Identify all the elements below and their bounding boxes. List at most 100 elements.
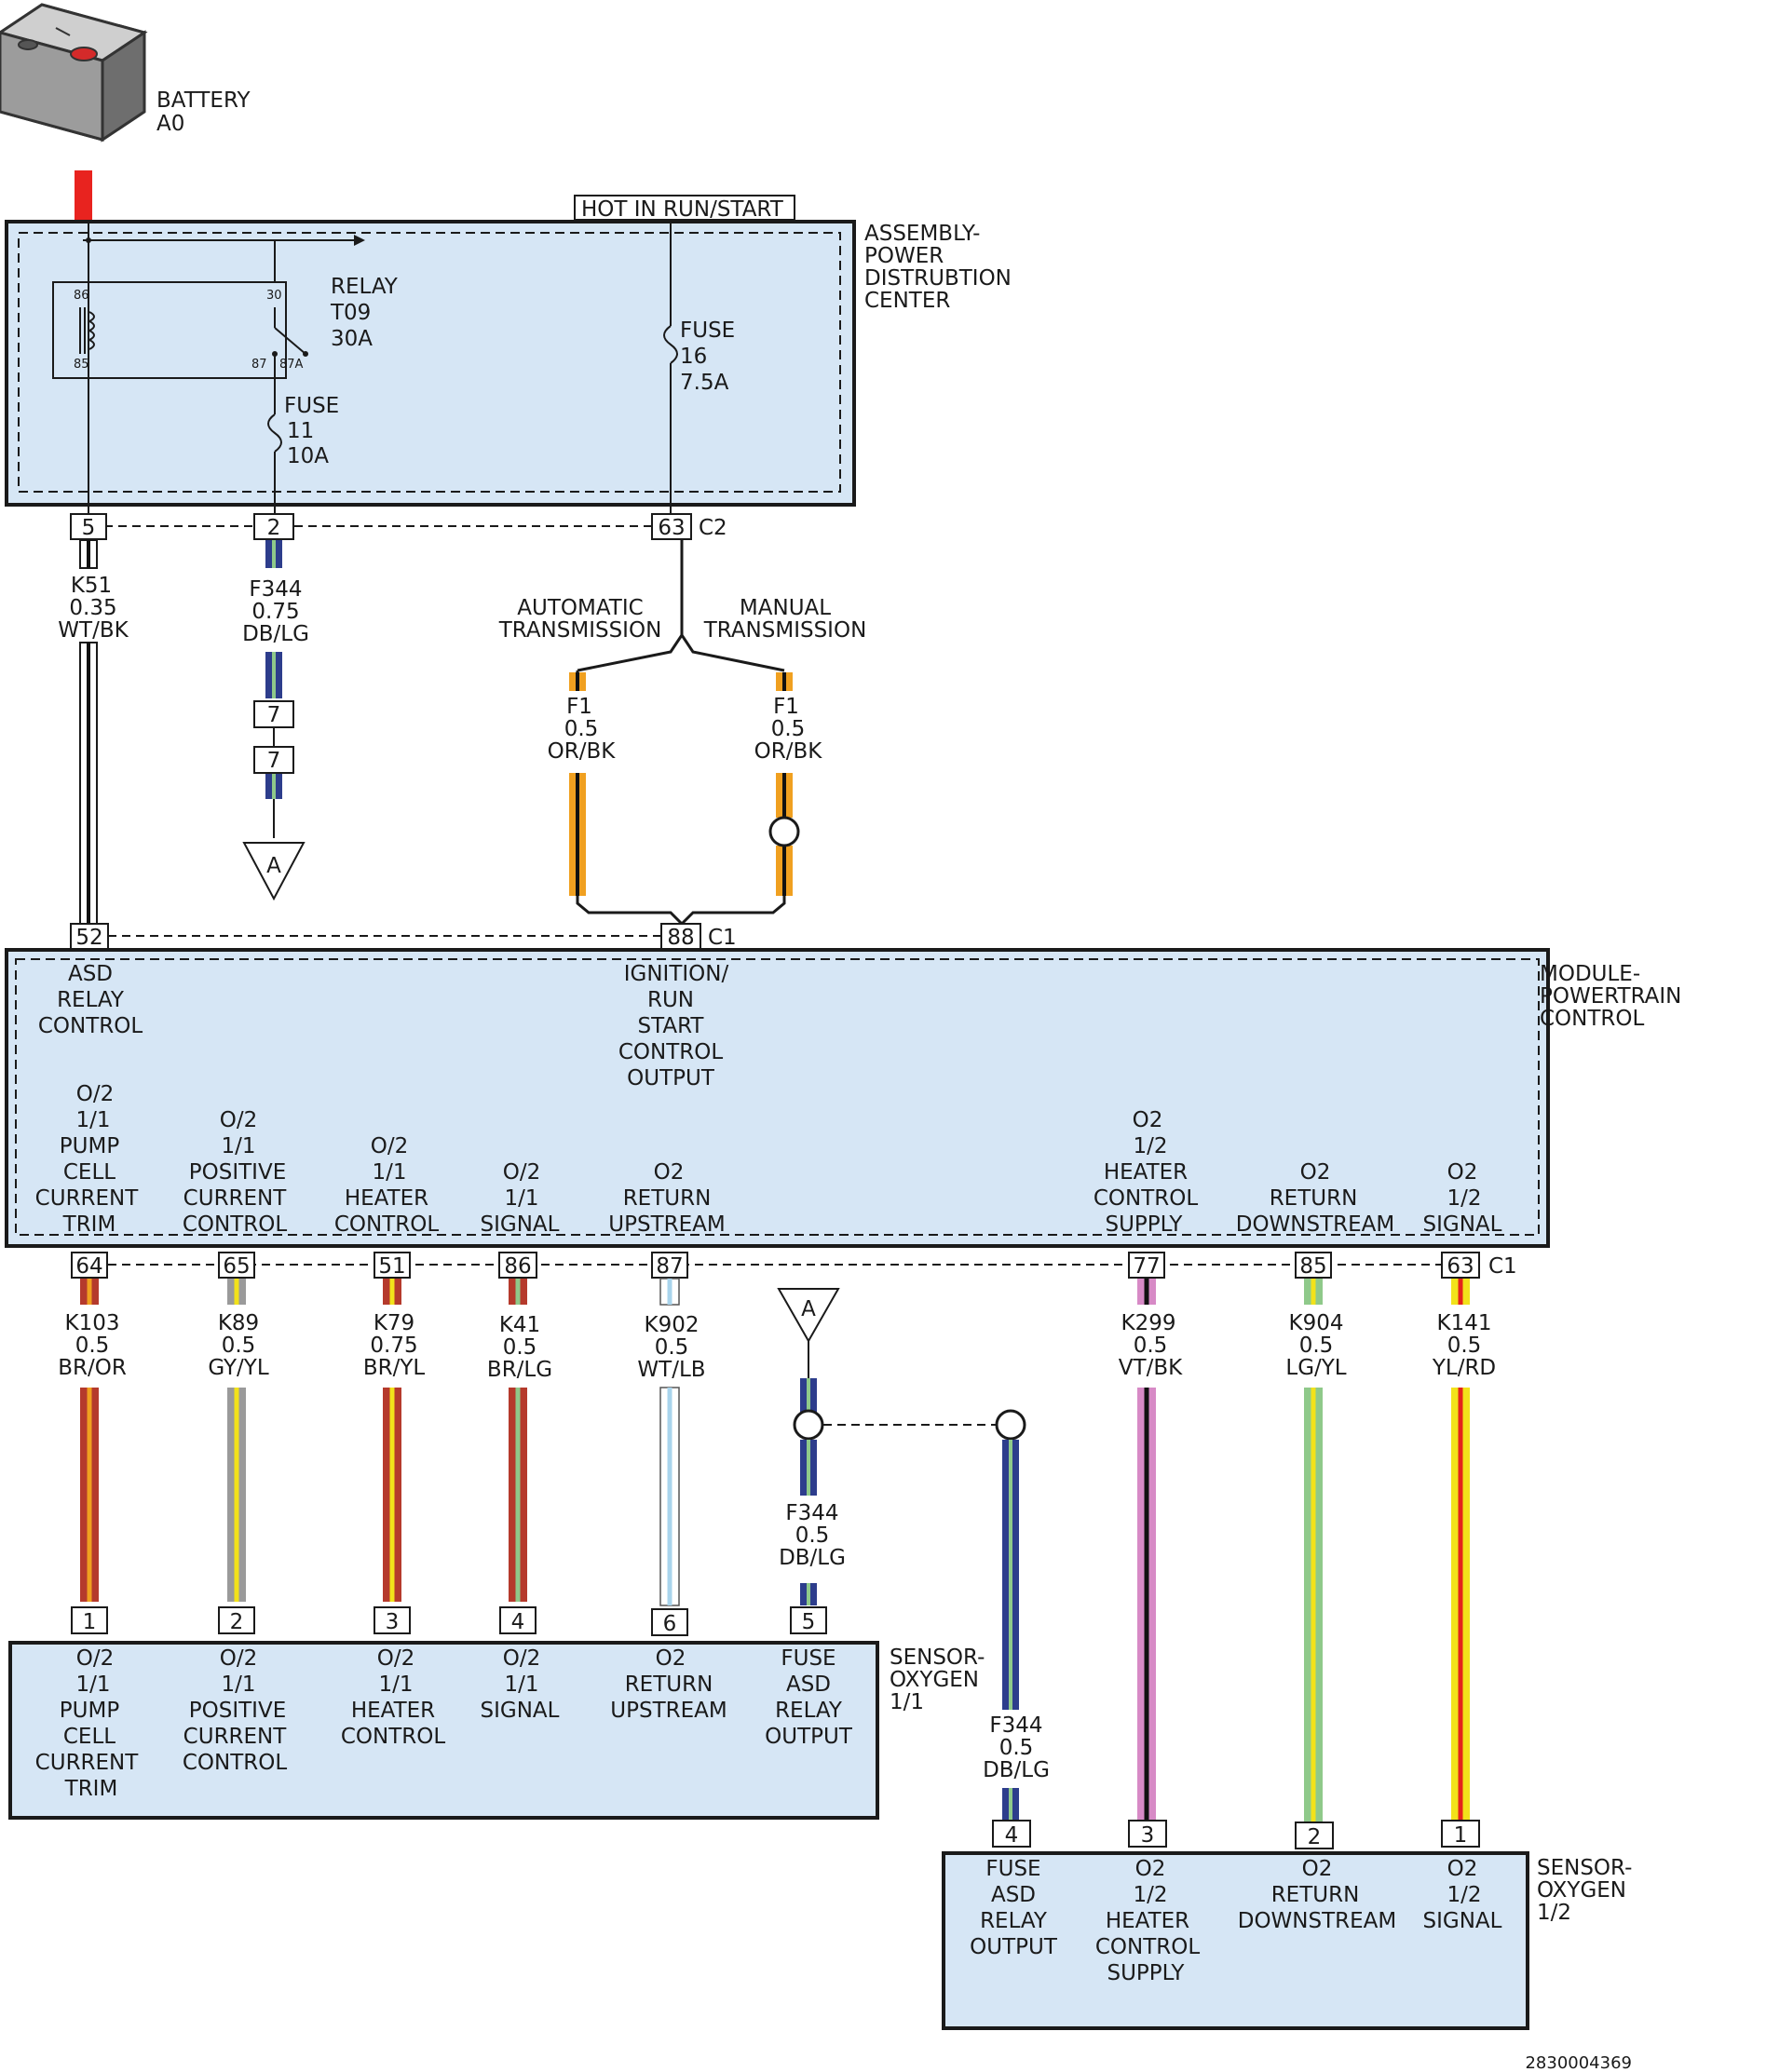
svg-text:51: 51 — [378, 1254, 405, 1279]
k51-gauge: 0.35 — [69, 596, 116, 620]
sensor11-pin-row: 1 2 3 4 6 5 — [71, 1606, 827, 1636]
k51-circuit: K51 — [71, 574, 112, 598]
svg-text:2: 2 — [230, 1610, 244, 1634]
sensor12-label-return-downstream: O2 RETURN DOWNSTREAM — [1238, 1857, 1397, 1933]
pcm-label-heater-control-supply-12: O2 1/2 HEATER CONTROL SUPPLY — [1094, 1108, 1199, 1237]
f344-sensor11-circuit: F344 — [785, 1501, 838, 1525]
pdc-title-2: POWER — [864, 244, 944, 268]
svg-text:4: 4 — [1005, 1823, 1019, 1848]
svg-text:1: 1 — [83, 1610, 97, 1634]
pcm-label-asd-relay-control: ASD RELAY CONTROL — [38, 962, 143, 1038]
svg-text:O/2: O/2 — [76, 1082, 115, 1106]
k79-color: BR/YL — [363, 1356, 426, 1380]
fuse11-number: 11 — [287, 419, 314, 443]
svg-text:DOWNSTREAM: DOWNSTREAM — [1236, 1212, 1395, 1237]
f1-auto-gauge: 0.5 — [564, 717, 599, 741]
fuse16-label: FUSE — [680, 318, 735, 343]
k141-gauge: 0.5 — [1447, 1334, 1482, 1358]
svg-text:SUPPLY: SUPPLY — [1106, 1212, 1184, 1237]
svg-text:CURRENT: CURRENT — [35, 1751, 140, 1775]
f344-sensor11-gauge: 0.5 — [795, 1524, 830, 1548]
wire-k902 — [659, 1278, 680, 1606]
svg-text:2: 2 — [1308, 1825, 1322, 1849]
svg-text:O2: O2 — [654, 1160, 685, 1185]
inline-pin-7-a: 7 — [267, 703, 281, 727]
relay-rating: 30A — [331, 327, 373, 351]
fuse-11-symbol — [267, 413, 282, 453]
pdc-title-4: CENTER — [864, 289, 950, 313]
svg-text:1/1: 1/1 — [221, 1134, 255, 1158]
pcm-label-heater-control-11: O/2 1/1 HEATER CONTROL — [334, 1134, 440, 1237]
splice-a-upper-label: A — [266, 854, 281, 878]
svg-text:O2: O2 — [1447, 1160, 1478, 1185]
svg-text:RELAY: RELAY — [980, 1909, 1048, 1933]
k103-gauge: 0.5 — [75, 1334, 110, 1358]
wire-f344-sensor11 — [793, 1378, 824, 1605]
splice-ref-a-upper — [242, 842, 306, 901]
sensor11-box — [8, 1641, 879, 1820]
branch-automatic: AUTOMATIC — [517, 596, 643, 620]
f344-sensor12-gauge: 0.5 — [999, 1736, 1034, 1760]
figure-id: 2830004369 — [1525, 2053, 1632, 2072]
relay-id: T09 — [330, 301, 371, 325]
svg-text:PUMP: PUMP — [60, 1699, 120, 1723]
pcm-box — [5, 948, 1550, 1248]
f344-sensor11-color: DB/LG — [779, 1546, 846, 1570]
sensor12-label-heater-supply: O2 1/2 HEATER CONTROL SUPPLY — [1095, 1857, 1201, 1985]
k904-gauge: 0.5 — [1299, 1334, 1334, 1358]
k103-circuit: K103 — [65, 1311, 120, 1335]
svg-text:CONTROL: CONTROL — [183, 1212, 288, 1237]
svg-text:CONTROL: CONTROL — [341, 1725, 446, 1749]
k89-gauge: 0.5 — [222, 1334, 256, 1358]
svg-text:CURRENT: CURRENT — [183, 1725, 288, 1749]
svg-text:O/2: O/2 — [220, 1646, 258, 1671]
k141-color: YL/RD — [1432, 1356, 1496, 1380]
svg-text:UPSTREAM: UPSTREAM — [610, 1699, 727, 1723]
fuse11-label: FUSE — [284, 394, 339, 418]
sensor12-title-2: OXYGEN — [1537, 1878, 1626, 1903]
svg-text:1/2: 1/2 — [1447, 1883, 1481, 1907]
svg-text:O2: O2 — [1300, 1160, 1331, 1185]
svg-text:IGNITION/: IGNITION/ — [624, 962, 729, 986]
wire-k299 — [1137, 1279, 1156, 1823]
pdc-title-1: ASSEMBLY- — [864, 222, 980, 246]
sensor12-box — [942, 1851, 1529, 2030]
svg-text:SUPPLY: SUPPLY — [1107, 1961, 1186, 1985]
pdc-title-3: DISTRUBTION — [864, 266, 1012, 291]
pdc-connector-c2: C2 — [699, 516, 727, 540]
svg-text:CONTROL: CONTROL — [1095, 1935, 1201, 1959]
svg-text:CONTROL: CONTROL — [618, 1040, 724, 1064]
svg-text:1/1: 1/1 — [504, 1672, 538, 1697]
svg-text:CELL: CELL — [63, 1725, 115, 1749]
svg-text:O2: O2 — [1135, 1857, 1166, 1881]
battery-id: A0 — [156, 112, 184, 136]
sensor12-title-1: SENSOR- — [1537, 1856, 1632, 1880]
k904-circuit: K904 — [1289, 1311, 1344, 1335]
svg-text:CONTROL: CONTROL — [38, 1014, 143, 1038]
k79-gauge: 0.75 — [370, 1334, 417, 1358]
svg-text:ASD: ASD — [68, 962, 113, 986]
sensor11-label-heater-control: O/2 1/1 HEATER CONTROL — [341, 1646, 446, 1749]
k41-color: BR/LG — [487, 1358, 552, 1382]
svg-text:DOWNSTREAM: DOWNSTREAM — [1238, 1909, 1397, 1933]
svg-text:O/2: O/2 — [371, 1134, 409, 1158]
sensor11-label-positive-current: O/2 1/1 POSITIVE CURRENT CONTROL — [183, 1646, 288, 1775]
svg-text:3: 3 — [1141, 1823, 1155, 1848]
svg-text:RETURN: RETURN — [623, 1186, 712, 1211]
svg-text:86: 86 — [504, 1254, 531, 1279]
branch-automatic-sub: TRANSMISSION — [498, 618, 662, 643]
svg-text:OUTPUT: OUTPUT — [765, 1725, 853, 1749]
k41-gauge: 0.5 — [503, 1335, 537, 1360]
svg-text:6: 6 — [663, 1612, 677, 1636]
f1-auto-color: OR/BK — [548, 739, 617, 764]
battery-cable — [75, 170, 92, 222]
sensor11-label-return-upstream: O2 RETURN UPSTREAM — [610, 1646, 727, 1723]
svg-text:1/1: 1/1 — [372, 1160, 406, 1185]
pcm-pin-52: 52 — [75, 926, 102, 950]
svg-text:O/2: O/2 — [377, 1646, 415, 1671]
k299-color: VT/BK — [1119, 1356, 1183, 1380]
wire-f344-upper — [265, 540, 282, 838]
k904-color: LG/YL — [1285, 1356, 1346, 1380]
splice-ref-a-lower — [777, 1288, 840, 1344]
